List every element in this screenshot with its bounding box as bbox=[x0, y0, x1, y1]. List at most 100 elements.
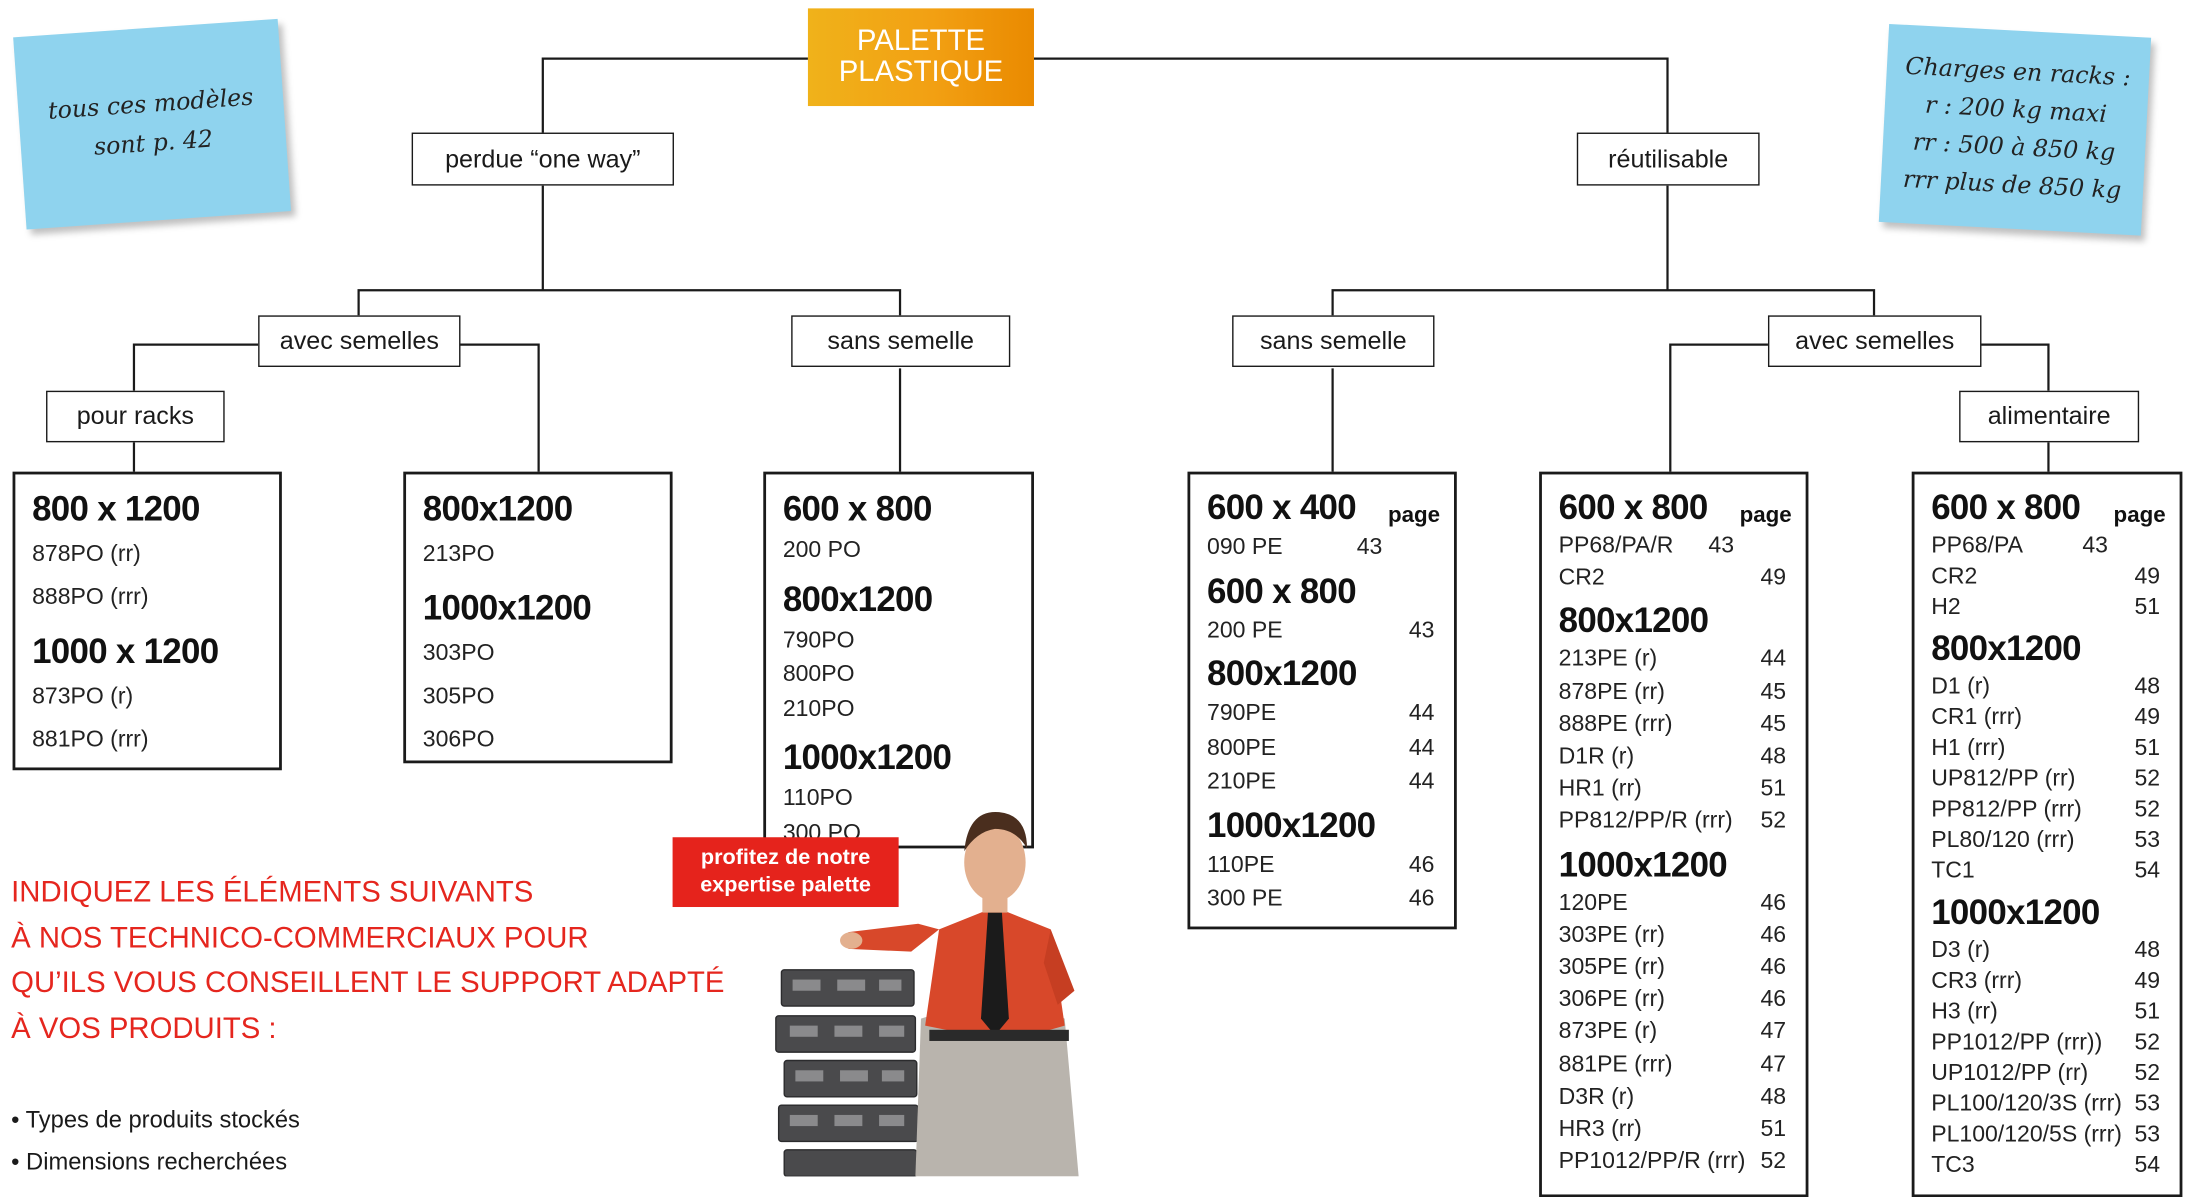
model-page-number: 54 bbox=[2134, 858, 2161, 884]
model-name: CR3 (rrr) bbox=[1931, 968, 2023, 994]
model-page-number: 51 bbox=[1760, 776, 1787, 802]
size-heading: 600 x 800 bbox=[783, 486, 1017, 533]
model-page-number: 43 bbox=[1356, 534, 1383, 560]
model-page-number: 51 bbox=[2134, 594, 2161, 620]
model-page-number: 43 bbox=[1408, 617, 1435, 643]
model-page-number: 49 bbox=[2134, 968, 2161, 994]
model-row: TC1 54 bbox=[1931, 855, 2165, 886]
model-row: UP1012/PP (rr)52 bbox=[1931, 1058, 2165, 1089]
model-name: 305PE (rr) bbox=[1558, 954, 1665, 980]
cta-line2: À NOS TECHNICO-COMMERCIAUX POUR bbox=[11, 921, 589, 954]
size-heading: 800x1200 bbox=[423, 486, 656, 533]
model-row: 110PO bbox=[783, 781, 1017, 815]
model-page-number: 47 bbox=[1760, 1051, 1787, 1077]
size-heading-text: 800x1200 bbox=[422, 489, 573, 529]
model-row: 881PE (rrr) 47 bbox=[1559, 1049, 1792, 1081]
model-page-number: 46 bbox=[1760, 954, 1787, 980]
node-reut-avec-semelles: avec semelles bbox=[1767, 315, 1982, 367]
model-page-number: 46 bbox=[1408, 851, 1435, 878]
model-row: 213PO bbox=[423, 533, 656, 576]
model-page-number: 45 bbox=[1760, 679, 1787, 705]
model-name: 873PE (r) bbox=[1558, 1019, 1658, 1045]
model-name: HR1 (rr) bbox=[1558, 776, 1642, 802]
cta-line1: INDIQUEZ LES ÉLÉMENTS SUIVANTS bbox=[11, 876, 534, 909]
model-name: 888PE (rrr) bbox=[1558, 711, 1673, 737]
bullet-list: • Types de produits stockés • Dimensions… bbox=[11, 1100, 300, 1184]
model-page-number: 48 bbox=[1760, 743, 1787, 769]
size-heading: 800x1200 bbox=[1931, 627, 2165, 672]
model-name: 881PE (rrr) bbox=[1558, 1051, 1673, 1077]
model-row: 303PE (rr)46 bbox=[1559, 919, 1792, 951]
model-name: 800PE bbox=[1207, 734, 1277, 760]
model-name: TC1 bbox=[1931, 858, 1975, 884]
cta-line3: QU’ILS VOUS CONSEILLENT LE SUPPORT ADAPT… bbox=[11, 967, 725, 1000]
model-page-number: 49 bbox=[2134, 704, 2161, 730]
model-page-number: 53 bbox=[2134, 1091, 2161, 1117]
size-heading-text: 1000 x 1200 bbox=[32, 632, 219, 672]
size-heading: 600 x 800 bbox=[1207, 569, 1440, 614]
model-page-number: 44 bbox=[1408, 768, 1435, 794]
model-name: H3 (rr) bbox=[1931, 999, 1998, 1025]
salesman-with-pallets-illustration bbox=[775, 811, 1079, 1177]
model-row: 110PE 46 bbox=[1207, 848, 1440, 882]
model-page-number: 46 bbox=[1760, 922, 1787, 948]
model-name: D1R (r) bbox=[1558, 743, 1635, 769]
model-name: UP812/PP (rr) bbox=[1931, 766, 2076, 792]
model-row: PP1012/PP/R (rrr)52 bbox=[1559, 1146, 1792, 1178]
model-page-number: 46 bbox=[1760, 889, 1787, 915]
model-name: D3R (r) bbox=[1558, 1084, 1635, 1110]
model-row: 305PE (rr) 46 bbox=[1559, 952, 1792, 984]
model-name: PL100/120/3S (rrr) bbox=[1931, 1091, 2122, 1117]
model-row: 213PE (r)44 bbox=[1559, 644, 1792, 676]
branch-reutilisable: réutilisable bbox=[1576, 132, 1760, 186]
model-name: 200 PO bbox=[782, 537, 861, 563]
model-row: HR1 (rr) 51 bbox=[1559, 773, 1792, 805]
size-heading-text: 800x1200 bbox=[1931, 629, 2081, 669]
model-row: D1 (r)48 bbox=[1931, 671, 2165, 702]
model-name: 878PO (rr) bbox=[32, 541, 141, 567]
model-page-number: 52 bbox=[2134, 766, 2161, 792]
model-name: 305PO bbox=[422, 683, 495, 709]
model-row: PP1012/PP (rrr))52 bbox=[1931, 1027, 2165, 1058]
size-heading-text: 800x1200 bbox=[782, 579, 933, 619]
model-name: D3 (r) bbox=[1931, 937, 1991, 963]
model-page-number: 44 bbox=[1760, 646, 1787, 672]
size-heading-text: 1000x1200 bbox=[1931, 893, 2100, 933]
size-heading-text: 600 x 800 bbox=[1207, 571, 1357, 611]
size-heading: 1000x1200 bbox=[423, 585, 656, 632]
size-heading-text: 1000x1200 bbox=[422, 588, 592, 628]
model-page-number: 52 bbox=[2134, 1029, 2161, 1055]
model-name: D1 (r) bbox=[1931, 673, 1991, 700]
model-name: PP68/PA/R bbox=[1558, 533, 1674, 559]
model-page-number: 52 bbox=[2134, 796, 2161, 822]
model-name: 110PE bbox=[1207, 851, 1275, 878]
model-name: CR1 (rrr) bbox=[1931, 704, 2023, 730]
model-row: H1 (rrr)51 bbox=[1931, 733, 2165, 764]
size-heading-text: 600 x 400 bbox=[1207, 488, 1357, 528]
model-row: 200 PO bbox=[783, 533, 1017, 567]
model-name: CR2 bbox=[1558, 565, 1605, 591]
size-heading: 800 x 1200 bbox=[32, 486, 265, 533]
root-title-line1: PALETTE bbox=[856, 25, 986, 58]
cta-line4: À VOS PRODUITS : bbox=[11, 1012, 277, 1045]
model-row: PL100/120/5S (rrr)53 bbox=[1931, 1119, 2165, 1150]
expertise-callout-badge: profitez de notre expertise palette bbox=[672, 837, 899, 908]
model-row: 200 PE 43 bbox=[1207, 613, 1440, 647]
model-name: 200 PE bbox=[1207, 617, 1283, 643]
model-name: HR3 (rr) bbox=[1558, 1116, 1642, 1142]
model-name: PL100/120/5S (rrr) bbox=[1931, 1121, 2122, 1148]
model-row: 878PO (rr) bbox=[32, 533, 265, 576]
model-name: 210PO bbox=[782, 695, 855, 721]
model-page-number: 51 bbox=[1760, 1116, 1787, 1142]
node-reut-sans-semelle: sans semelle bbox=[1232, 315, 1435, 367]
model-row: D3 (r)48 bbox=[1931, 935, 2165, 966]
